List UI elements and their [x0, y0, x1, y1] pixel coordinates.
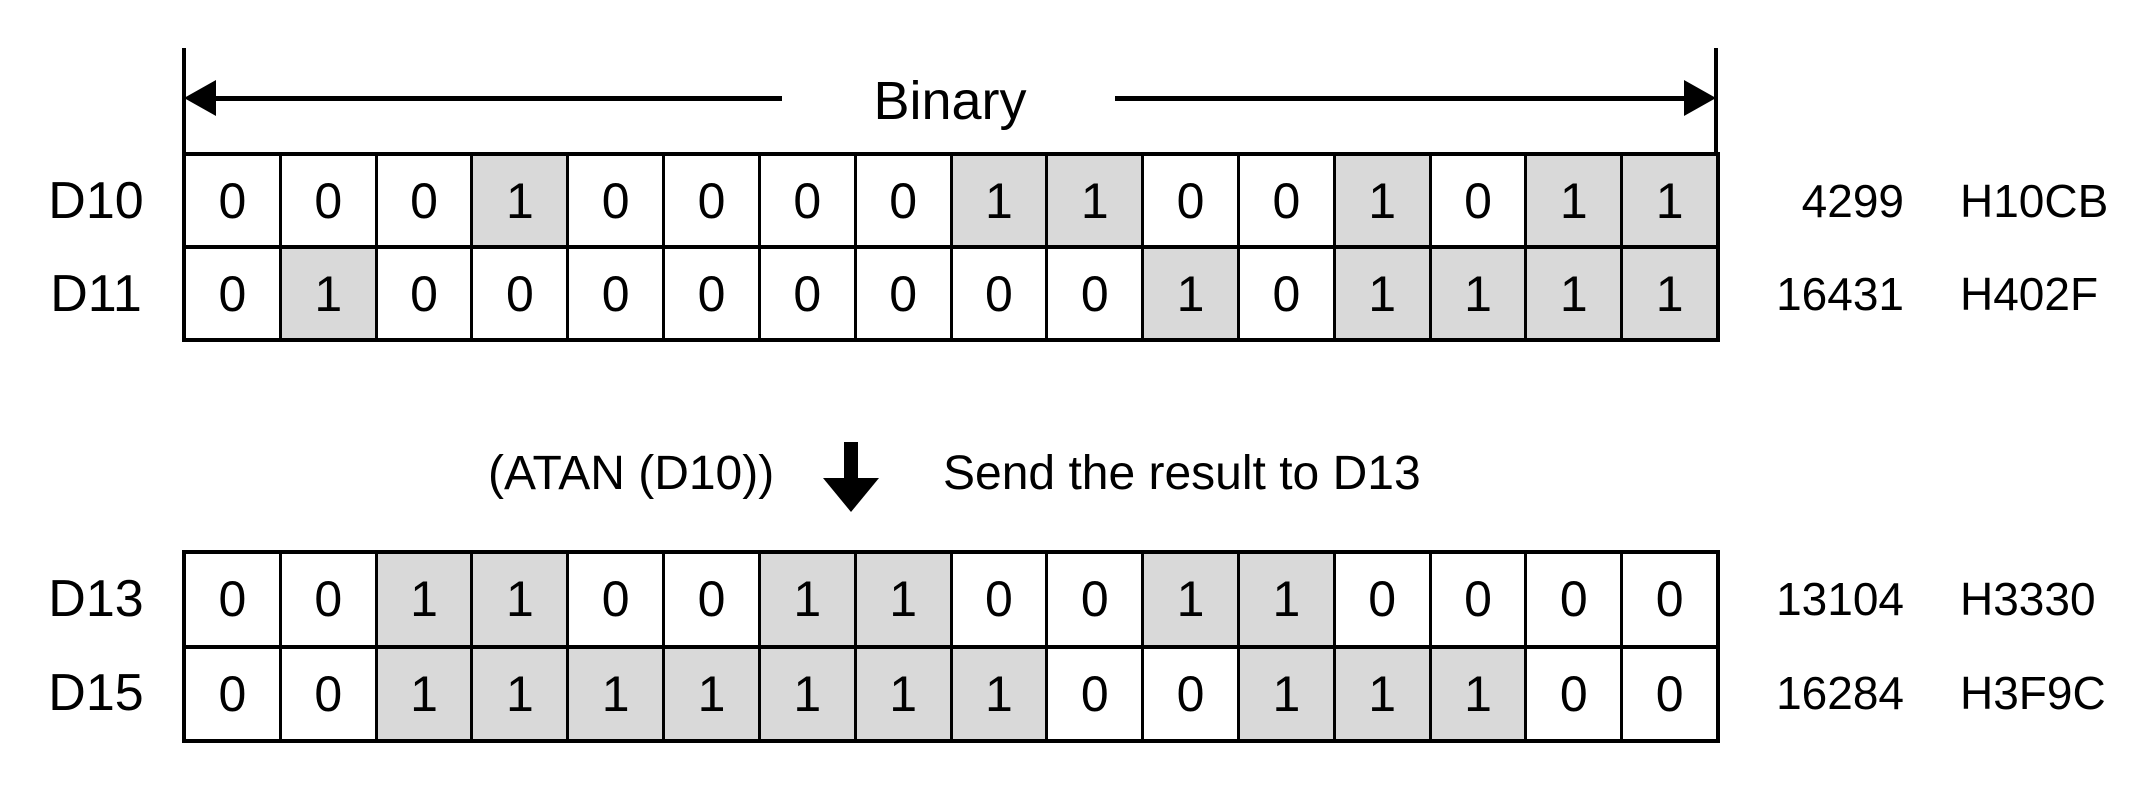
bit-cell: 0: [1335, 554, 1432, 645]
bit-cell: 0: [760, 249, 857, 338]
decimal-value-d10: 4299: [1801, 174, 1904, 227]
bit-cell: 0: [186, 156, 282, 245]
bit-cell: 0: [569, 554, 666, 645]
bit-cell: 0: [473, 249, 570, 338]
bit-cell: 0: [1048, 249, 1145, 338]
bit-cell: 0: [952, 554, 1049, 645]
bit-cell: 0: [1527, 554, 1624, 645]
bit-cell: 1: [1335, 249, 1432, 338]
bit-cell: 1: [473, 554, 570, 645]
bit-cell: 0: [377, 249, 474, 338]
bit-cell: 1: [1623, 249, 1716, 338]
bit-cell: 0: [665, 554, 761, 645]
hex-value-d13: H3330: [1960, 573, 2096, 625]
register-label-d13: D13: [48, 570, 144, 628]
bit-cell: 1: [665, 648, 761, 739]
bit-cell: 0: [665, 156, 761, 245]
bit-cell: 1: [856, 648, 953, 739]
bit-cell: 1: [473, 648, 570, 739]
down-arrow-icon: [822, 442, 880, 512]
bit-cell: 1: [377, 648, 474, 739]
bit-cell: 1: [760, 648, 857, 739]
left-arrowhead-icon: [184, 80, 216, 116]
bit-cell: 1: [952, 156, 1049, 245]
bit-cell: 0: [856, 156, 953, 245]
bit-cell: 0: [856, 249, 953, 338]
bit-cell: 1: [1144, 249, 1240, 338]
bit-cell: 1: [1527, 249, 1624, 338]
operation-description: Send the result to D13: [943, 447, 1421, 500]
bit-cell: 0: [760, 156, 857, 245]
decimal-value-d15: 16284: [1776, 667, 1904, 719]
binary-span-line-left: [196, 96, 782, 101]
bit-cell: 0: [952, 249, 1049, 338]
bit-cell: 0: [1144, 648, 1240, 739]
bit-cell: 0: [1623, 554, 1716, 645]
bit-cell: 0: [377, 156, 474, 245]
down-arrow-head: [823, 478, 879, 512]
bit-cell: 0: [281, 554, 378, 645]
register-label-d11: D11: [50, 264, 142, 323]
bit-cell: 0: [186, 554, 282, 645]
bit-cell: 0: [186, 249, 282, 338]
down-arrow-stem: [844, 442, 858, 484]
register-label-d10: D10: [48, 171, 144, 230]
bit-cell: 0: [1623, 648, 1716, 739]
binary-span-label: Binary: [873, 71, 1027, 131]
hex-value-d15: H3F9C: [1960, 667, 2106, 719]
bit-cell: 1: [569, 648, 666, 739]
hex-value-d10: H10CB: [1960, 174, 2109, 227]
bit-cell: 0: [186, 648, 282, 739]
bit-cell: 1: [377, 554, 474, 645]
right-arrowhead-icon: [1684, 80, 1716, 116]
bit-cell: 1: [473, 156, 570, 245]
binary-span-line-right: [1115, 96, 1695, 101]
decimal-value-d13: 13104: [1776, 573, 1904, 625]
bit-cell: 1: [1048, 156, 1145, 245]
bit-cell: 0: [1239, 249, 1336, 338]
register-label-d15: D15: [48, 664, 144, 722]
table-right-tick-line: [1714, 48, 1718, 154]
bit-cell: 0: [1239, 156, 1336, 245]
bit-cell: 0: [281, 156, 378, 245]
bit-cell: 0: [1527, 648, 1624, 739]
bit-cell: 0: [1048, 554, 1145, 645]
bit-cell: 1: [1335, 648, 1432, 739]
bit-cell: 1: [1431, 249, 1528, 338]
hex-value-d11: H402F: [1960, 267, 2099, 320]
bit-cell: 1: [1239, 554, 1336, 645]
bit-cell: 0: [569, 156, 666, 245]
decimal-value-d11: 16431: [1776, 267, 1904, 320]
bit-cell: 1: [856, 554, 953, 645]
bit-cell: 1: [1527, 156, 1624, 245]
bit-cell: 1: [1431, 648, 1528, 739]
bit-cell: 1: [1335, 156, 1432, 245]
bit-cell: 0: [665, 249, 761, 338]
operation-expression: (ATAN (D10)): [488, 447, 775, 500]
bit-cell: 1: [952, 648, 1049, 739]
bit-cell: 1: [760, 554, 857, 645]
bit-cell: 0: [1144, 156, 1240, 245]
bit-cell: 0: [1048, 648, 1145, 739]
bit-cell: 1: [1239, 648, 1336, 739]
bit-cell: 1: [1144, 554, 1240, 645]
bit-cell: 0: [1431, 156, 1528, 245]
bit-cell: 0: [569, 249, 666, 338]
bit-cell: 0: [1431, 554, 1528, 645]
bit-cell: 1: [1623, 156, 1716, 245]
bit-cell: 0: [281, 648, 378, 739]
bit-cell: 1: [281, 249, 378, 338]
